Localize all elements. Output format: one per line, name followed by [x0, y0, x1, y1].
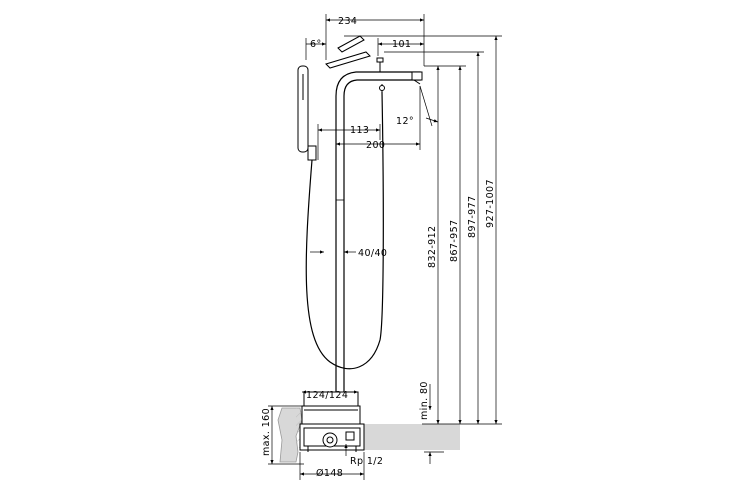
- mixer-lever: [325, 35, 371, 69]
- hand-shower: [297, 65, 385, 370]
- dim-height-body: 897-977: [467, 196, 478, 239]
- floor-section: [277, 407, 460, 463]
- dim-height-spout-top: 832-912: [427, 226, 438, 269]
- dim-max-floor: max. 160: [261, 408, 272, 456]
- dim-reach: 200: [366, 140, 385, 151]
- dim-height-total: 927-1007: [485, 179, 496, 228]
- spout: [376, 57, 423, 85]
- dim-spout-tilt: 12°: [396, 116, 414, 127]
- dim-thread: Rp 1/2: [350, 456, 383, 467]
- dim-hose-offset: 40/40: [358, 248, 387, 259]
- dim-height-spout: 867-957: [449, 220, 460, 263]
- base-cover: [301, 391, 361, 425]
- dim-column-to-hose: 113: [350, 125, 369, 136]
- dim-base-width: 124/124: [306, 390, 348, 401]
- installation-box: [299, 423, 365, 452]
- dim-overall-width: 234: [338, 16, 357, 27]
- dimension-lines: [268, 14, 502, 480]
- dim-spout-tip: 101: [392, 39, 411, 50]
- dim-diameter: Ø148: [316, 468, 343, 479]
- dim-min-floor: min. 80: [419, 381, 430, 420]
- dim-shower-angle: 6°: [310, 39, 322, 50]
